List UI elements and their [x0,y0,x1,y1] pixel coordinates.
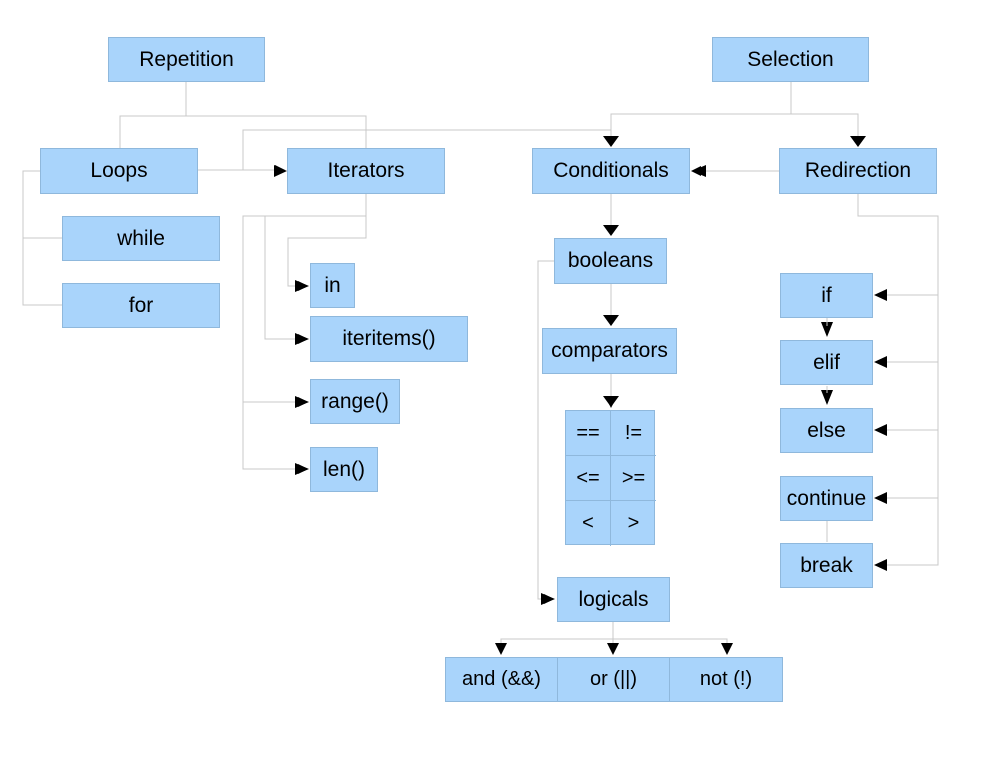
node-break: break [780,543,873,588]
connector-loops-children [22,170,62,306]
connector-booleans-logicals [537,260,554,604]
node-iteritems: iteritems() [310,316,468,362]
connector-iterators-range [242,215,308,407]
connector-repetition [119,82,367,148]
logical-operators-row: and (&&) or (||) not (!) [445,657,783,702]
arrowheads [274,136,887,655]
operator-less-equal: <= [566,456,611,501]
node-iterators: Iterators [287,148,445,194]
node-elif: elif [780,340,873,385]
connector-iterators-iteritems [264,215,366,344]
node-booleans: booleans [554,238,667,284]
operator-not: not (!) [699,668,753,690]
node-comparators: comparators [542,328,677,374]
node-continue: continue [780,476,873,521]
node-redirection: Redirection [779,148,937,194]
node-if: if [780,273,873,318]
comparator-operators-grid: == != <= >= < > [565,410,656,546]
operator-not-equal: != [611,411,656,456]
operator-greater: > [627,512,640,534]
operator-equal: == [566,411,611,456]
node-repetition: Repetition [108,37,265,82]
connector-selection [606,82,792,146]
node-len: len() [310,447,378,492]
node-while: while [62,216,220,261]
node-loops: Loops [40,148,198,194]
connector-loops-conditionals [242,129,611,170]
node-in: in [310,263,355,308]
connector-iterators-in [287,194,367,291]
operator-or: or (||) [558,658,670,701]
operator-greater-equal: >= [611,456,656,501]
node-conditionals: Conditionals [532,148,690,194]
node-range: range() [310,379,400,424]
operator-and: and (&&) [446,658,558,701]
node-for: for [62,283,220,328]
operator-less: < [566,501,611,546]
connector-iterators-len [242,402,308,474]
node-else: else [780,408,873,453]
node-logicals: logicals [557,577,670,622]
node-selection: Selection [712,37,869,82]
connector-redirection-keywords [857,194,939,566]
